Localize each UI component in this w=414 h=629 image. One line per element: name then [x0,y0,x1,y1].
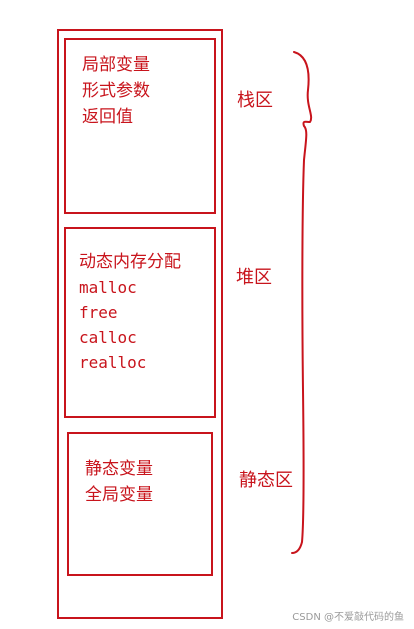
stack-item-local-variables: 局部变量 [82,55,150,75]
memory-outer-box [57,29,223,619]
heap-region-box [64,227,216,418]
heap-region-label: 堆区 [236,267,272,288]
heap-item-free: free [79,303,118,322]
heap-item-dynamic-allocation: 动态内存分配 [79,252,181,272]
stack-items-list: 局部变量 形式参数 返回值 [82,52,150,130]
heap-item-realloc: realloc [79,353,147,372]
curly-brace-icon [291,51,313,554]
stack-item-return-value: 返回值 [82,107,133,127]
static-item-global-variables: 全局变量 [85,485,153,505]
heap-items-list: 动态内存分配 malloc free calloc realloc [79,250,181,375]
heap-item-malloc: malloc [79,278,137,297]
static-region-box [67,432,213,576]
heap-item-calloc: calloc [79,328,137,347]
static-item-static-variables: 静态变量 [85,459,153,479]
static-region-label: 静态区 [239,470,293,491]
static-items-list: 静态变量 全局变量 [85,456,153,508]
stack-region-label: 栈区 [237,90,273,111]
stack-item-formal-parameters: 形式参数 [82,81,150,101]
watermark: CSDN @不爱敲代码的鱼 [292,612,404,623]
stack-region-box [64,38,216,214]
